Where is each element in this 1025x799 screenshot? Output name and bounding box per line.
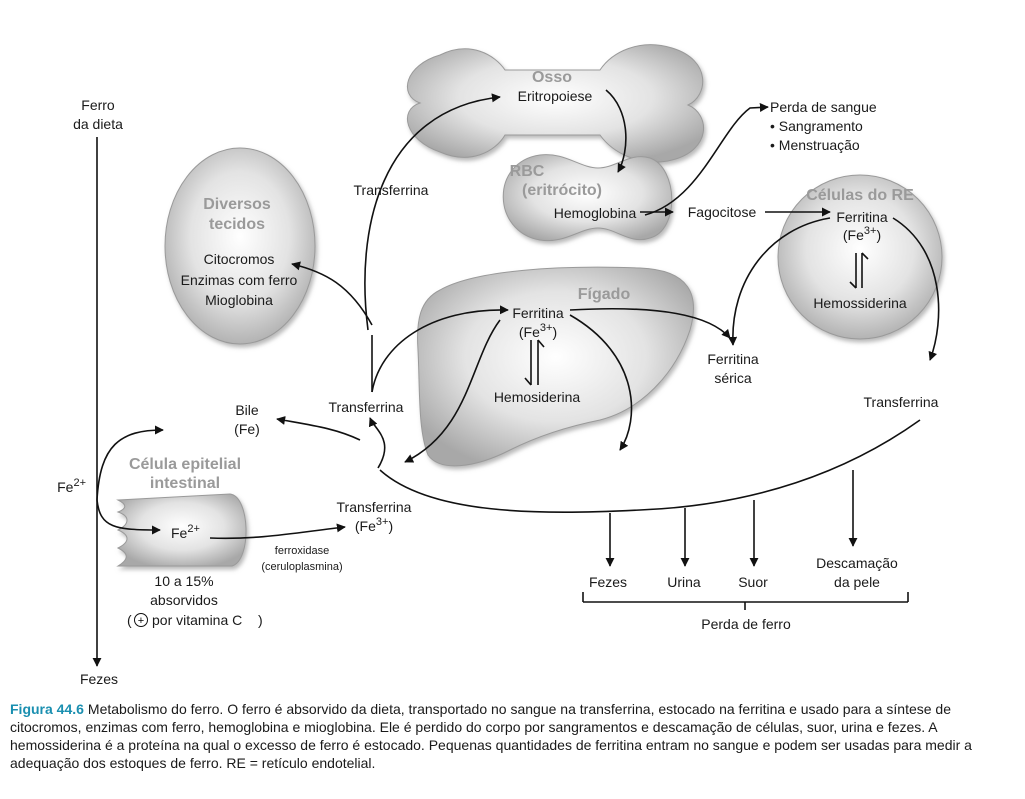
fe2-left-label: Fe2+ — [57, 477, 86, 495]
myoglobin-label: Mioglobina — [205, 292, 273, 308]
tissues-title: Diversos — [203, 196, 271, 213]
absorption-percent-label: 10 a 15% — [154, 573, 213, 589]
transferrin-top-label: Transferrina — [354, 182, 429, 198]
transferrin-low-label: Transferrina — [337, 499, 412, 515]
vitamin-c-label: por vitamina C — [152, 612, 242, 628]
epithelial-title: Célula epitelial — [129, 456, 241, 473]
cytochromes-label: Citocromos — [204, 251, 275, 267]
re-hemosiderin-label: Hemossiderina — [813, 295, 907, 311]
transferrin-low-fe3-label: (Fe3+) — [355, 516, 393, 534]
blood-loss-item-bleeding: • Sangramento — [770, 118, 863, 134]
diet-iron-label: Ferro — [81, 97, 115, 113]
liver-ferritin-label: Ferritina — [512, 305, 564, 321]
serum-ferritin-label-2: sérica — [714, 370, 752, 386]
rbc-title-2: (eritrócito) — [522, 182, 602, 199]
loss-skin-label-2: da pele — [834, 574, 880, 590]
figure-number: Figura 44.6 — [10, 701, 84, 717]
rbc-shape — [502, 154, 673, 242]
hemoglobin-label: Hemoglobina — [554, 205, 637, 221]
iron-metabolism-diagram: Ferro da dieta Fezes Fe2+ Osso Eritropoi… — [57, 44, 943, 687]
re-ferritin-label: Ferritina — [836, 209, 888, 225]
liver-fe3-label: (Fe3+) — [519, 322, 557, 340]
re-fe3-label: (Fe3+) — [843, 225, 881, 243]
tissues-title-2: tecidos — [209, 216, 265, 233]
intestinal-cell-shape — [116, 493, 247, 567]
tissues-shape — [164, 147, 316, 345]
epithelial-fe2-label: Fe2+ — [171, 523, 200, 541]
blood-loss-title: Perda de sangue — [770, 99, 877, 115]
ceruloplasmin-label: (ceruloplasmina) — [261, 561, 342, 573]
serum-ferritin-label: Ferritina — [707, 351, 759, 367]
loss-skin-label: Descamação — [816, 555, 898, 571]
liver-hemosiderin-label: Hemosiderina — [494, 389, 581, 405]
rbc-title: RBC — [510, 163, 545, 180]
loss-urine-label: Urina — [667, 574, 701, 590]
plus-sign: + — [138, 615, 144, 627]
re-cells-title: Células do RE — [806, 187, 914, 204]
ferroxidase-label: ferroxidase — [275, 545, 329, 557]
liver-title: Fígado — [578, 286, 631, 303]
transferrin-mid-label: Transferrina — [329, 399, 404, 415]
epithelial-title-2: intestinal — [150, 475, 220, 492]
absorbed-label: absorvidos — [150, 592, 218, 608]
erythropoiesis-label: Eritropoiese — [518, 88, 593, 104]
blood-loss-item-menstruation: • Menstruação — [770, 137, 860, 153]
iron-loss-label: Perda de ferro — [701, 616, 791, 632]
plus-circle-icon — [134, 613, 148, 627]
vitamin-c-close-paren: ) — [258, 612, 263, 628]
phagocytosis-label: Fagocitose — [688, 204, 757, 220]
iron-enzymes-label: Enzimas com ferro — [181, 272, 298, 288]
arrows — [92, 89, 940, 667]
transferrin-right-label: Transferrina — [864, 394, 939, 410]
bile-label: Bile — [235, 402, 259, 418]
vitamin-c-open-paren: ( — [127, 612, 132, 628]
caption-text: Metabolismo do ferro. O ferro é absorvid… — [10, 701, 972, 771]
loss-sweat-label: Suor — [738, 574, 768, 590]
liver-shape — [417, 266, 694, 467]
bone-shape — [406, 44, 705, 163]
diet-iron-label-2: da dieta — [73, 116, 123, 132]
re-cell-shape — [777, 174, 943, 340]
feces-left-label: Fezes — [80, 671, 118, 687]
bone-title: Osso — [532, 69, 572, 86]
loss-feces-label: Fezes — [589, 574, 627, 590]
bile-fe-label: (Fe) — [234, 421, 260, 437]
